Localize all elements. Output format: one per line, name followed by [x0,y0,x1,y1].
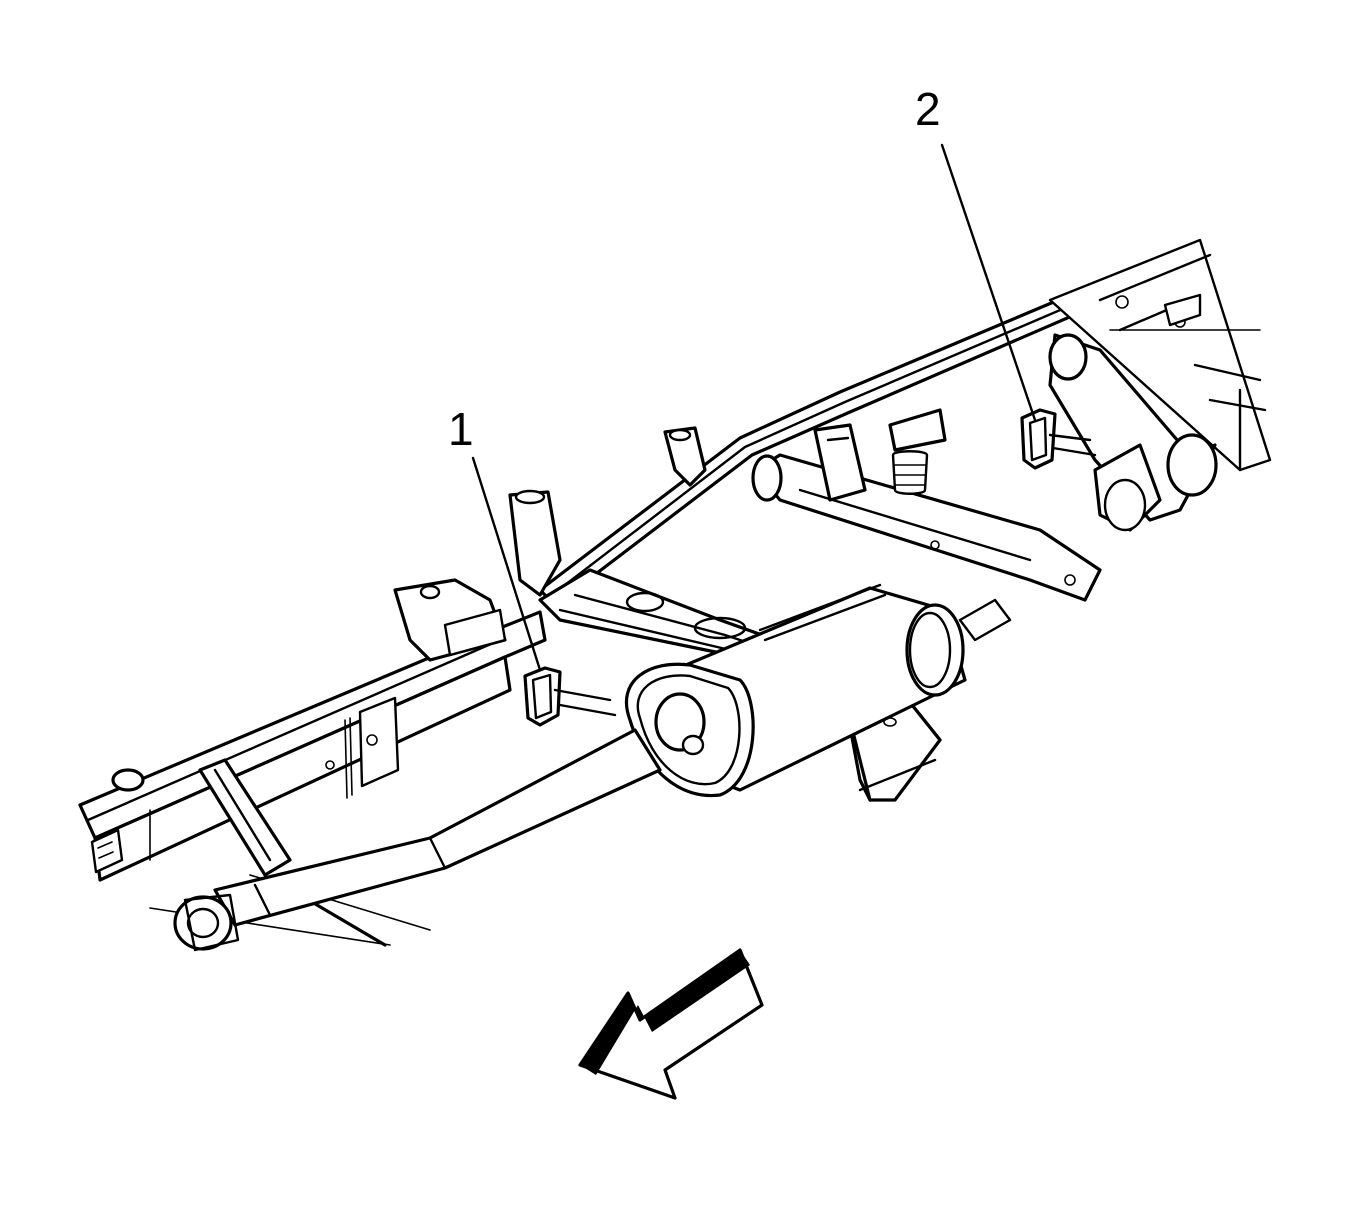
spring-hangers [393,423,867,662]
hanger-insulator-2 [1020,408,1097,470]
front-direction-arrow [578,948,764,1100]
right-frame-rail [538,238,1272,607]
callout-label-2: 2 [915,83,941,135]
jounce-bumper [888,408,947,495]
muffler [624,583,1012,798]
callout-label-1: 1 [448,403,474,455]
hanger-insulator-1 [523,666,617,727]
left-frame-rail [78,610,547,947]
exhaust-pipe [111,728,662,952]
callout-leaders [471,143,1037,672]
